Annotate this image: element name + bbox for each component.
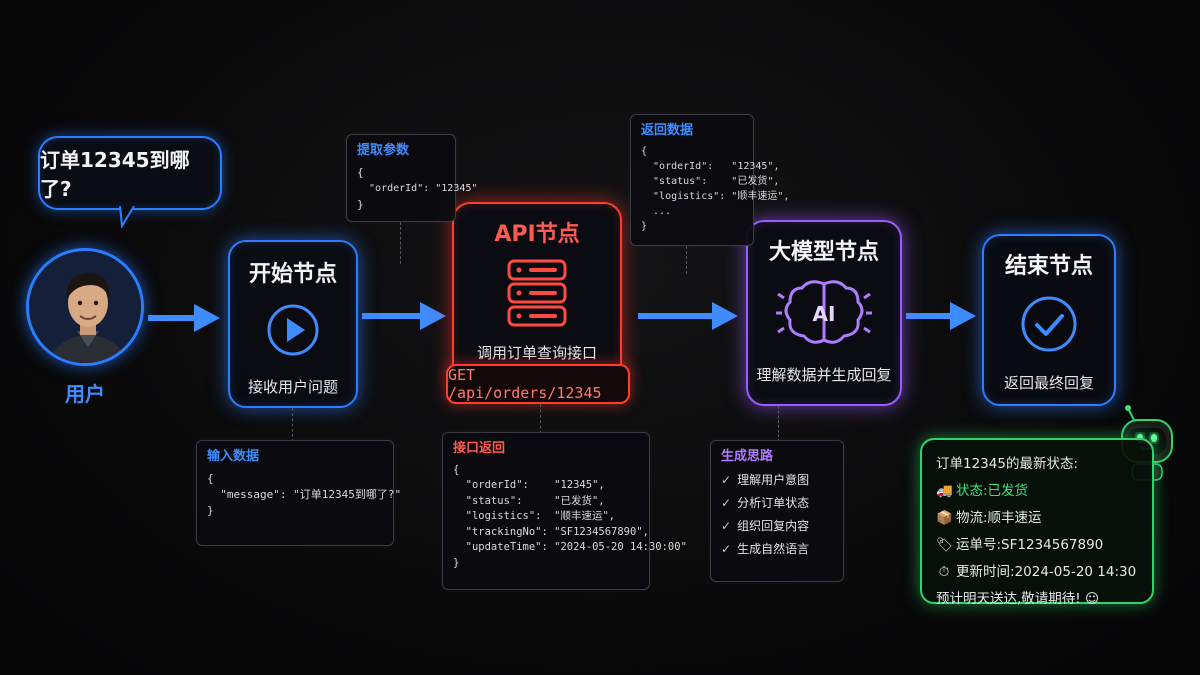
person-icon (29, 251, 141, 363)
final-reply-card: 订单12345的最新状态: 🚚状态:已发货 📦物流:顺丰速运 🏷运单号:SF12… (920, 438, 1154, 607)
json-line: "logistics": "顺丰速运", (641, 191, 790, 202)
json-line: { (641, 146, 648, 157)
return-data-box: 返回数据 { "orderId": "12345", "status": "已发… (630, 114, 790, 246)
arrow-llm-to-end (906, 302, 976, 330)
server-icon (507, 259, 567, 327)
input-data-box: 输入数据 { "message": "订单12345到哪了?" } (196, 440, 402, 546)
check-circle-icon (1021, 296, 1077, 352)
end-node: 结束节点 返回最终回复 (982, 234, 1116, 406)
json-line: } (357, 198, 364, 211)
arrow-api-to-llm (638, 302, 738, 330)
json-line: { (207, 472, 214, 485)
thinking-title: 生成思路 (721, 449, 774, 464)
end-node-desc: 返回最终回复 (1003, 374, 1094, 392)
thinking-box: 生成思路 ✓理解用户意图 ✓分析订单状态 ✓组织回复内容 ✓生成自然语言 (710, 440, 844, 582)
leader-extract (400, 222, 401, 264)
thinking-item: ✓生成自然语言 (721, 542, 810, 556)
json-line: ... (641, 206, 672, 217)
bubble-tail (119, 206, 135, 228)
reply-title: 订单12345的最新状态: (936, 456, 1078, 472)
json-line: } (207, 504, 214, 517)
clock-icon: ⏱ (938, 564, 950, 580)
json-line: "orderId": "12345", (453, 479, 605, 491)
ai-brain-icon: AI (776, 280, 872, 344)
api-return-title: 接口返回 (453, 441, 506, 456)
smile-icon: ☺ (1085, 591, 1100, 607)
json-line: "message": "订单12345到哪了?" (207, 488, 402, 501)
json-line: } (453, 556, 460, 569)
api-endpoint-badge: GET /api/orders/12345 (446, 364, 630, 404)
end-node-title: 结束节点 (1004, 254, 1093, 279)
play-icon (267, 304, 319, 356)
thinking-item: ✓组织回复内容 (721, 519, 810, 533)
leader-thinking (778, 406, 779, 442)
user-label: 用户 (65, 382, 105, 406)
leader-api-return (540, 404, 541, 434)
package-icon: 📦 (936, 510, 953, 526)
start-node: 开始节点 接收用户问题 (228, 240, 358, 408)
json-line: "orderId": "12345", (641, 161, 780, 172)
arrow-start-to-api (362, 302, 446, 330)
api-node-title: API节点 (494, 222, 580, 247)
json-line: { (453, 463, 460, 476)
json-line: "status": "已发货", (453, 494, 605, 507)
user-question-bubble: 订单12345到哪了? (38, 136, 222, 210)
reply-logistics: 📦物流:顺丰速运 (936, 510, 1042, 526)
json-line: { (357, 166, 364, 179)
start-node-desc: 接收用户问题 (247, 378, 338, 396)
truck-icon: 🚚 (936, 483, 953, 499)
json-line: "updateTime": "2024-05-20 14:30:00" (453, 541, 687, 553)
api-node-desc: 调用订单查询接口 (476, 344, 597, 362)
start-node-title: 开始节点 (248, 262, 337, 287)
reply-updated: ⏱更新时间:2024-05-20 14:30 (936, 560, 1138, 580)
arrow-user-to-start (148, 304, 220, 332)
user-avatar (26, 248, 144, 366)
thinking-item: ✓理解用户意图 (721, 473, 810, 487)
tag-icon: 🏷 (936, 537, 954, 553)
leader-input (292, 408, 293, 442)
json-line: "status": "已发货", (641, 176, 780, 187)
json-line: "orderId": "12345" (357, 183, 478, 194)
checkmark-icon: ✓ (721, 542, 732, 556)
api-return-box: 接口返回 { "orderId": "12345", "status": "已发… (442, 432, 687, 590)
reply-status: 🚚状态:已发货 (936, 483, 1029, 499)
checkmark-icon: ✓ (721, 519, 732, 533)
extract-params-box: 提取参数 { "orderId": "12345" } (346, 134, 478, 222)
thinking-item: ✓分析订单状态 (721, 496, 810, 510)
json-line: "trackingNo": "SF1234567890", (453, 525, 649, 538)
llm-node-desc: 理解数据并生成回复 (756, 366, 892, 384)
ai-icon-text: AI (813, 302, 836, 326)
llm-node-title: 大模型节点 (768, 240, 879, 265)
extract-params-title: 提取参数 (357, 143, 410, 158)
llm-node: 大模型节点 AI 理解数据并生成回复 (746, 220, 902, 406)
leader-return-data (686, 246, 687, 274)
return-data-title: 返回数据 (641, 123, 694, 138)
checkmark-icon: ✓ (721, 496, 732, 510)
api-node: API节点 调用订单查询接口 (452, 202, 622, 382)
input-data-title: 输入数据 (207, 449, 260, 464)
user-question-text: 订单12345到哪了? (40, 148, 190, 201)
json-line: } (641, 221, 648, 232)
json-line: "logistics": "顺丰速运", (453, 510, 616, 522)
reply-tracking: 🏷运单号:SF1234567890 (936, 537, 1104, 553)
reply-closing: 预计明天送达,敬请期待! ☺ (936, 591, 1100, 607)
checkmark-icon: ✓ (721, 473, 732, 487)
